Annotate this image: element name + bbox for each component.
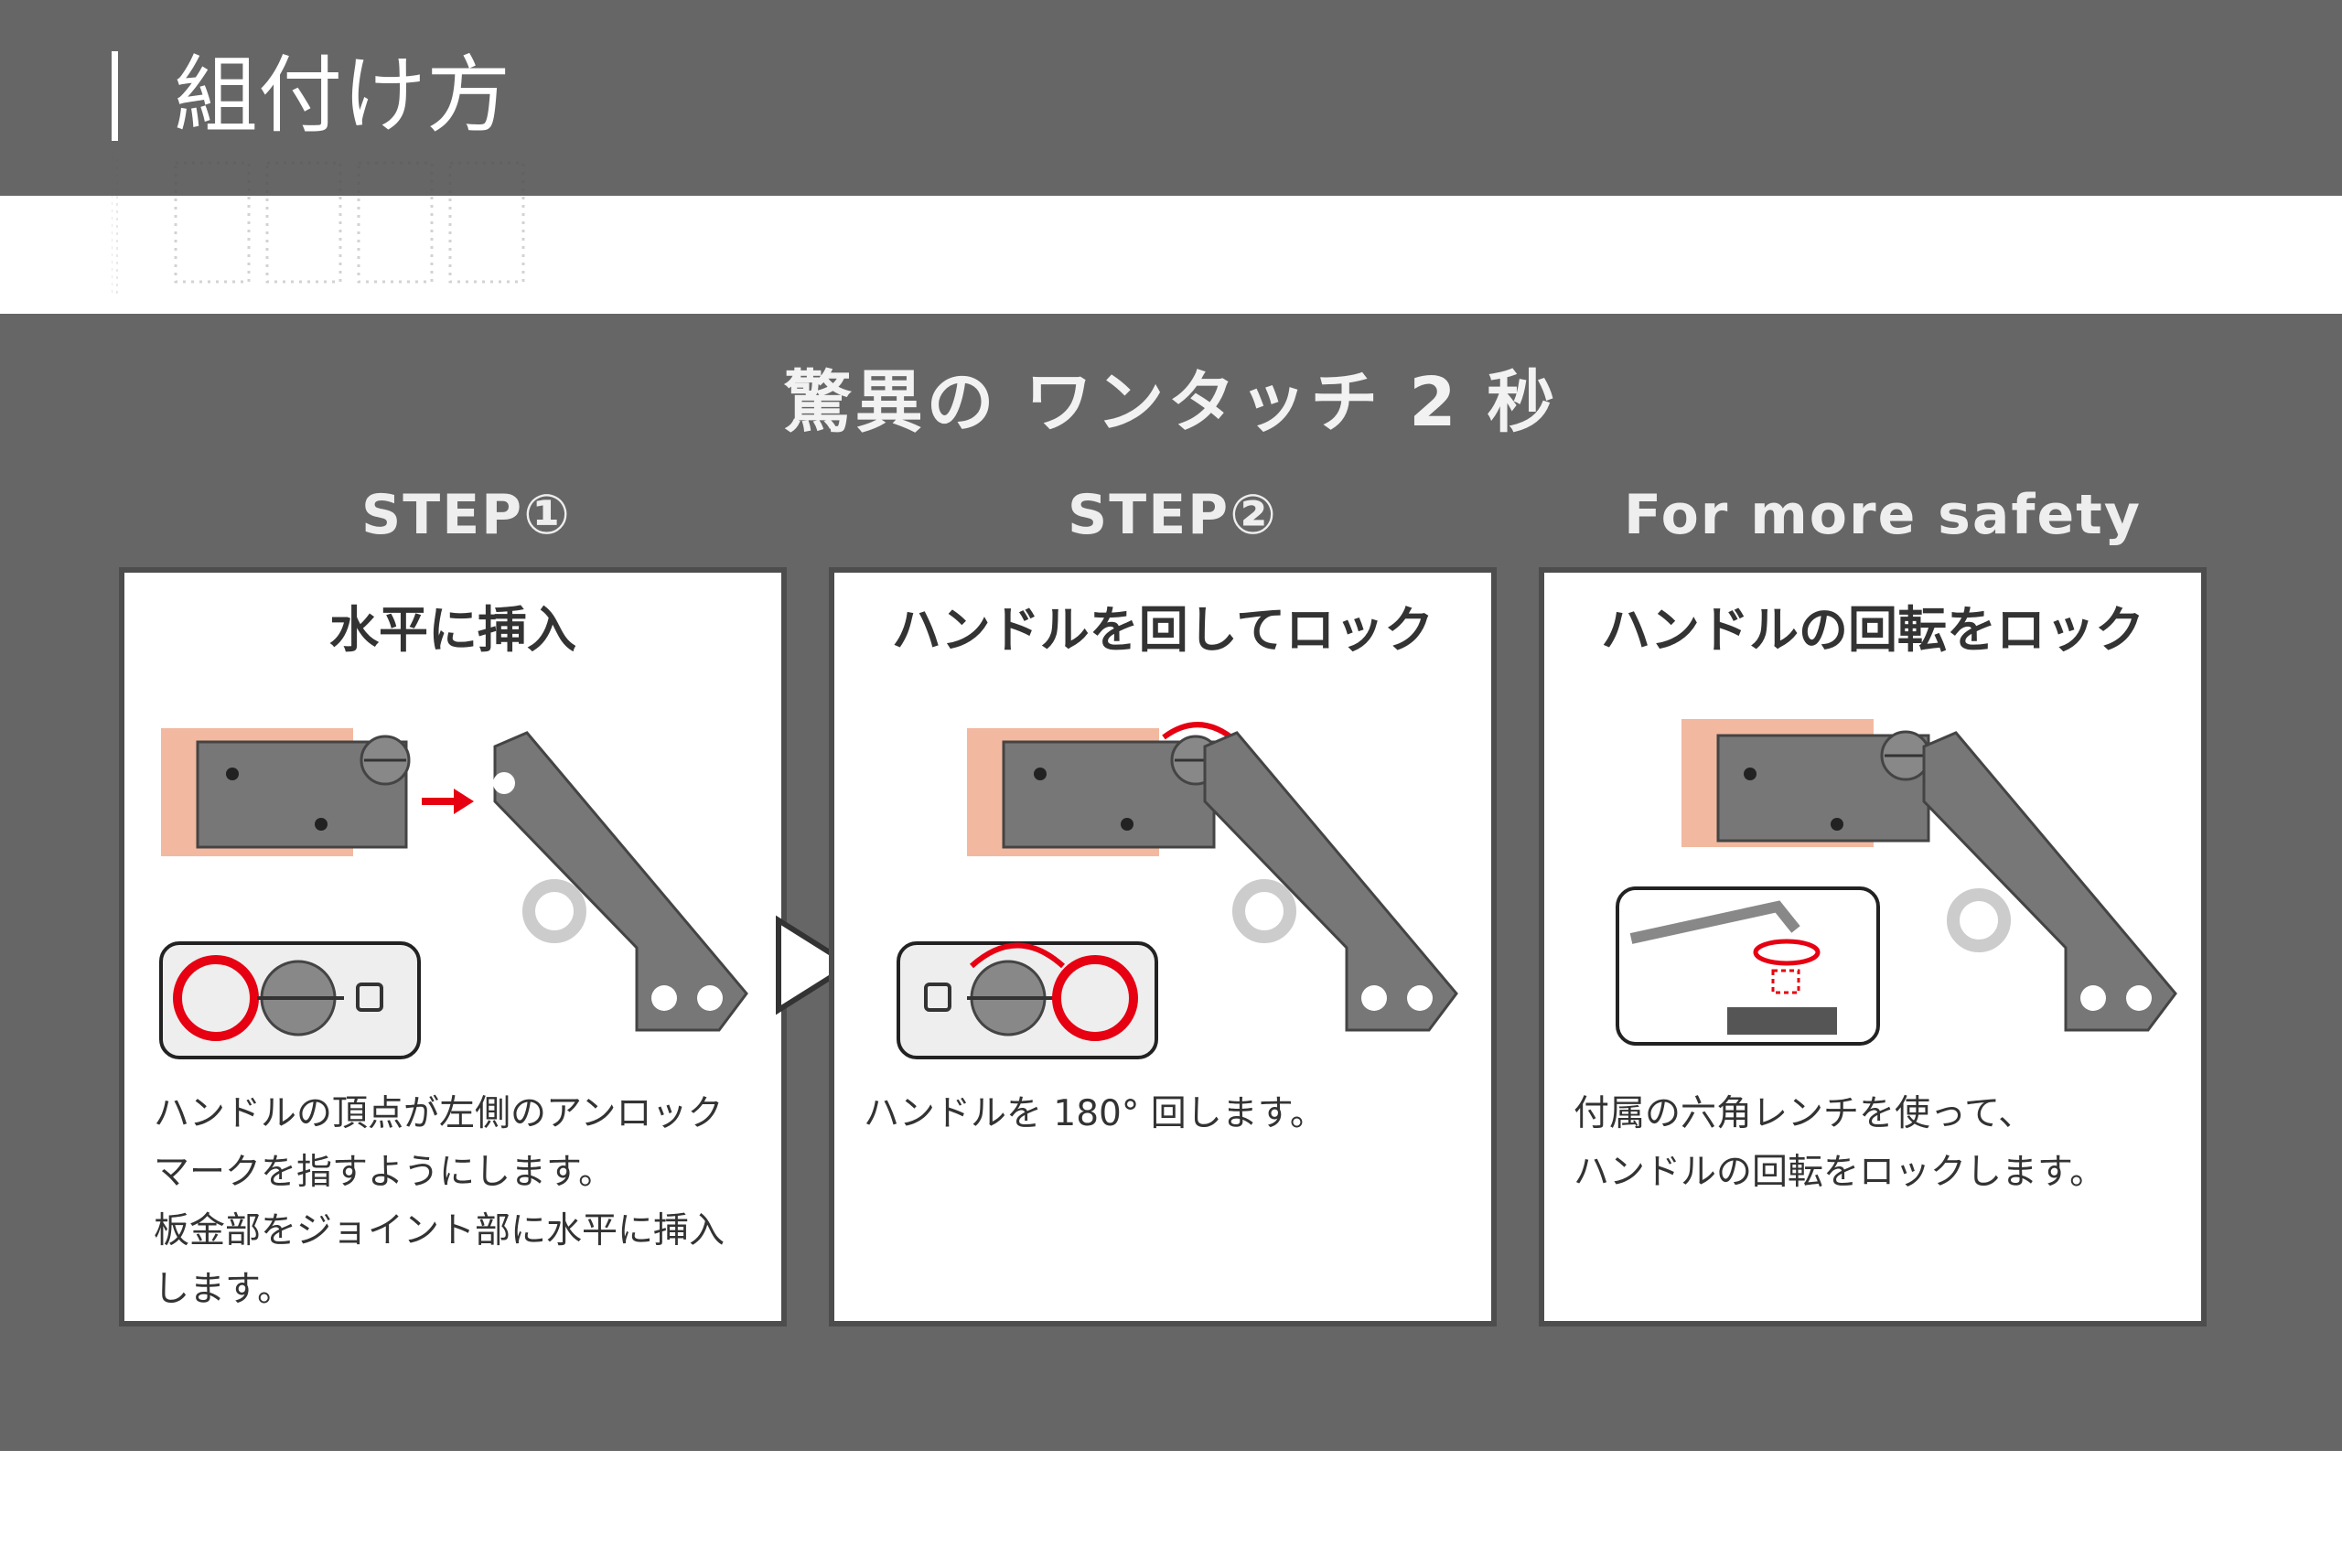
page-title: 組付け方 (174, 47, 511, 145)
step-panel-1: 水平に挿入 ハンドルの頂点が左側のアンロック マークを指すようにします。 板金部… (119, 567, 787, 1326)
step-panel-2: ハンドルを回してロック ハンドルを 180° 回します。 (829, 567, 1497, 1326)
panel-title: 水平に挿入 (329, 601, 576, 659)
panel-title: ハンドルを回してロック (891, 601, 1434, 659)
unlock-icon (173, 955, 259, 1041)
mount-plate (493, 731, 748, 1032)
rotate-illustration (897, 722, 1458, 1059)
title-reflection (112, 156, 525, 294)
header-band (0, 0, 2342, 196)
insert-illustration (159, 728, 748, 1059)
panel-description: ハンドルの頂点が左側のアンロック マークを指すようにします。 板金部をジョイント… (154, 1093, 725, 1310)
title-accent-bar (112, 51, 118, 141)
step-panel-safety: ハンドルの回転をロック 付属の六角レンチを使って、 ハンドルの回転をロックします… (1539, 567, 2207, 1326)
lock-icon (356, 983, 383, 1012)
panel-description: 付属の六角レンチを使って、 ハンドルの回転をロックします。 (1574, 1093, 2106, 1193)
panel-title: ハンドルの回転をロック (1601, 601, 2144, 659)
headline: 驚異の ワンタッチ 2 秒 (783, 363, 1559, 442)
step-label-2: STEP② (1068, 483, 1278, 547)
step-label-1: STEP① (361, 483, 572, 547)
play-triangle-icon (776, 915, 855, 1015)
panel-description: ハンドルを 180° 回します。 (864, 1093, 1326, 1134)
washer (522, 879, 586, 943)
handle-knob (360, 735, 411, 786)
step-label-safety: For more safety (1624, 483, 2142, 547)
hex-wrench-icon (1629, 900, 1800, 944)
lock-rotation-illustration (1616, 719, 2177, 1046)
